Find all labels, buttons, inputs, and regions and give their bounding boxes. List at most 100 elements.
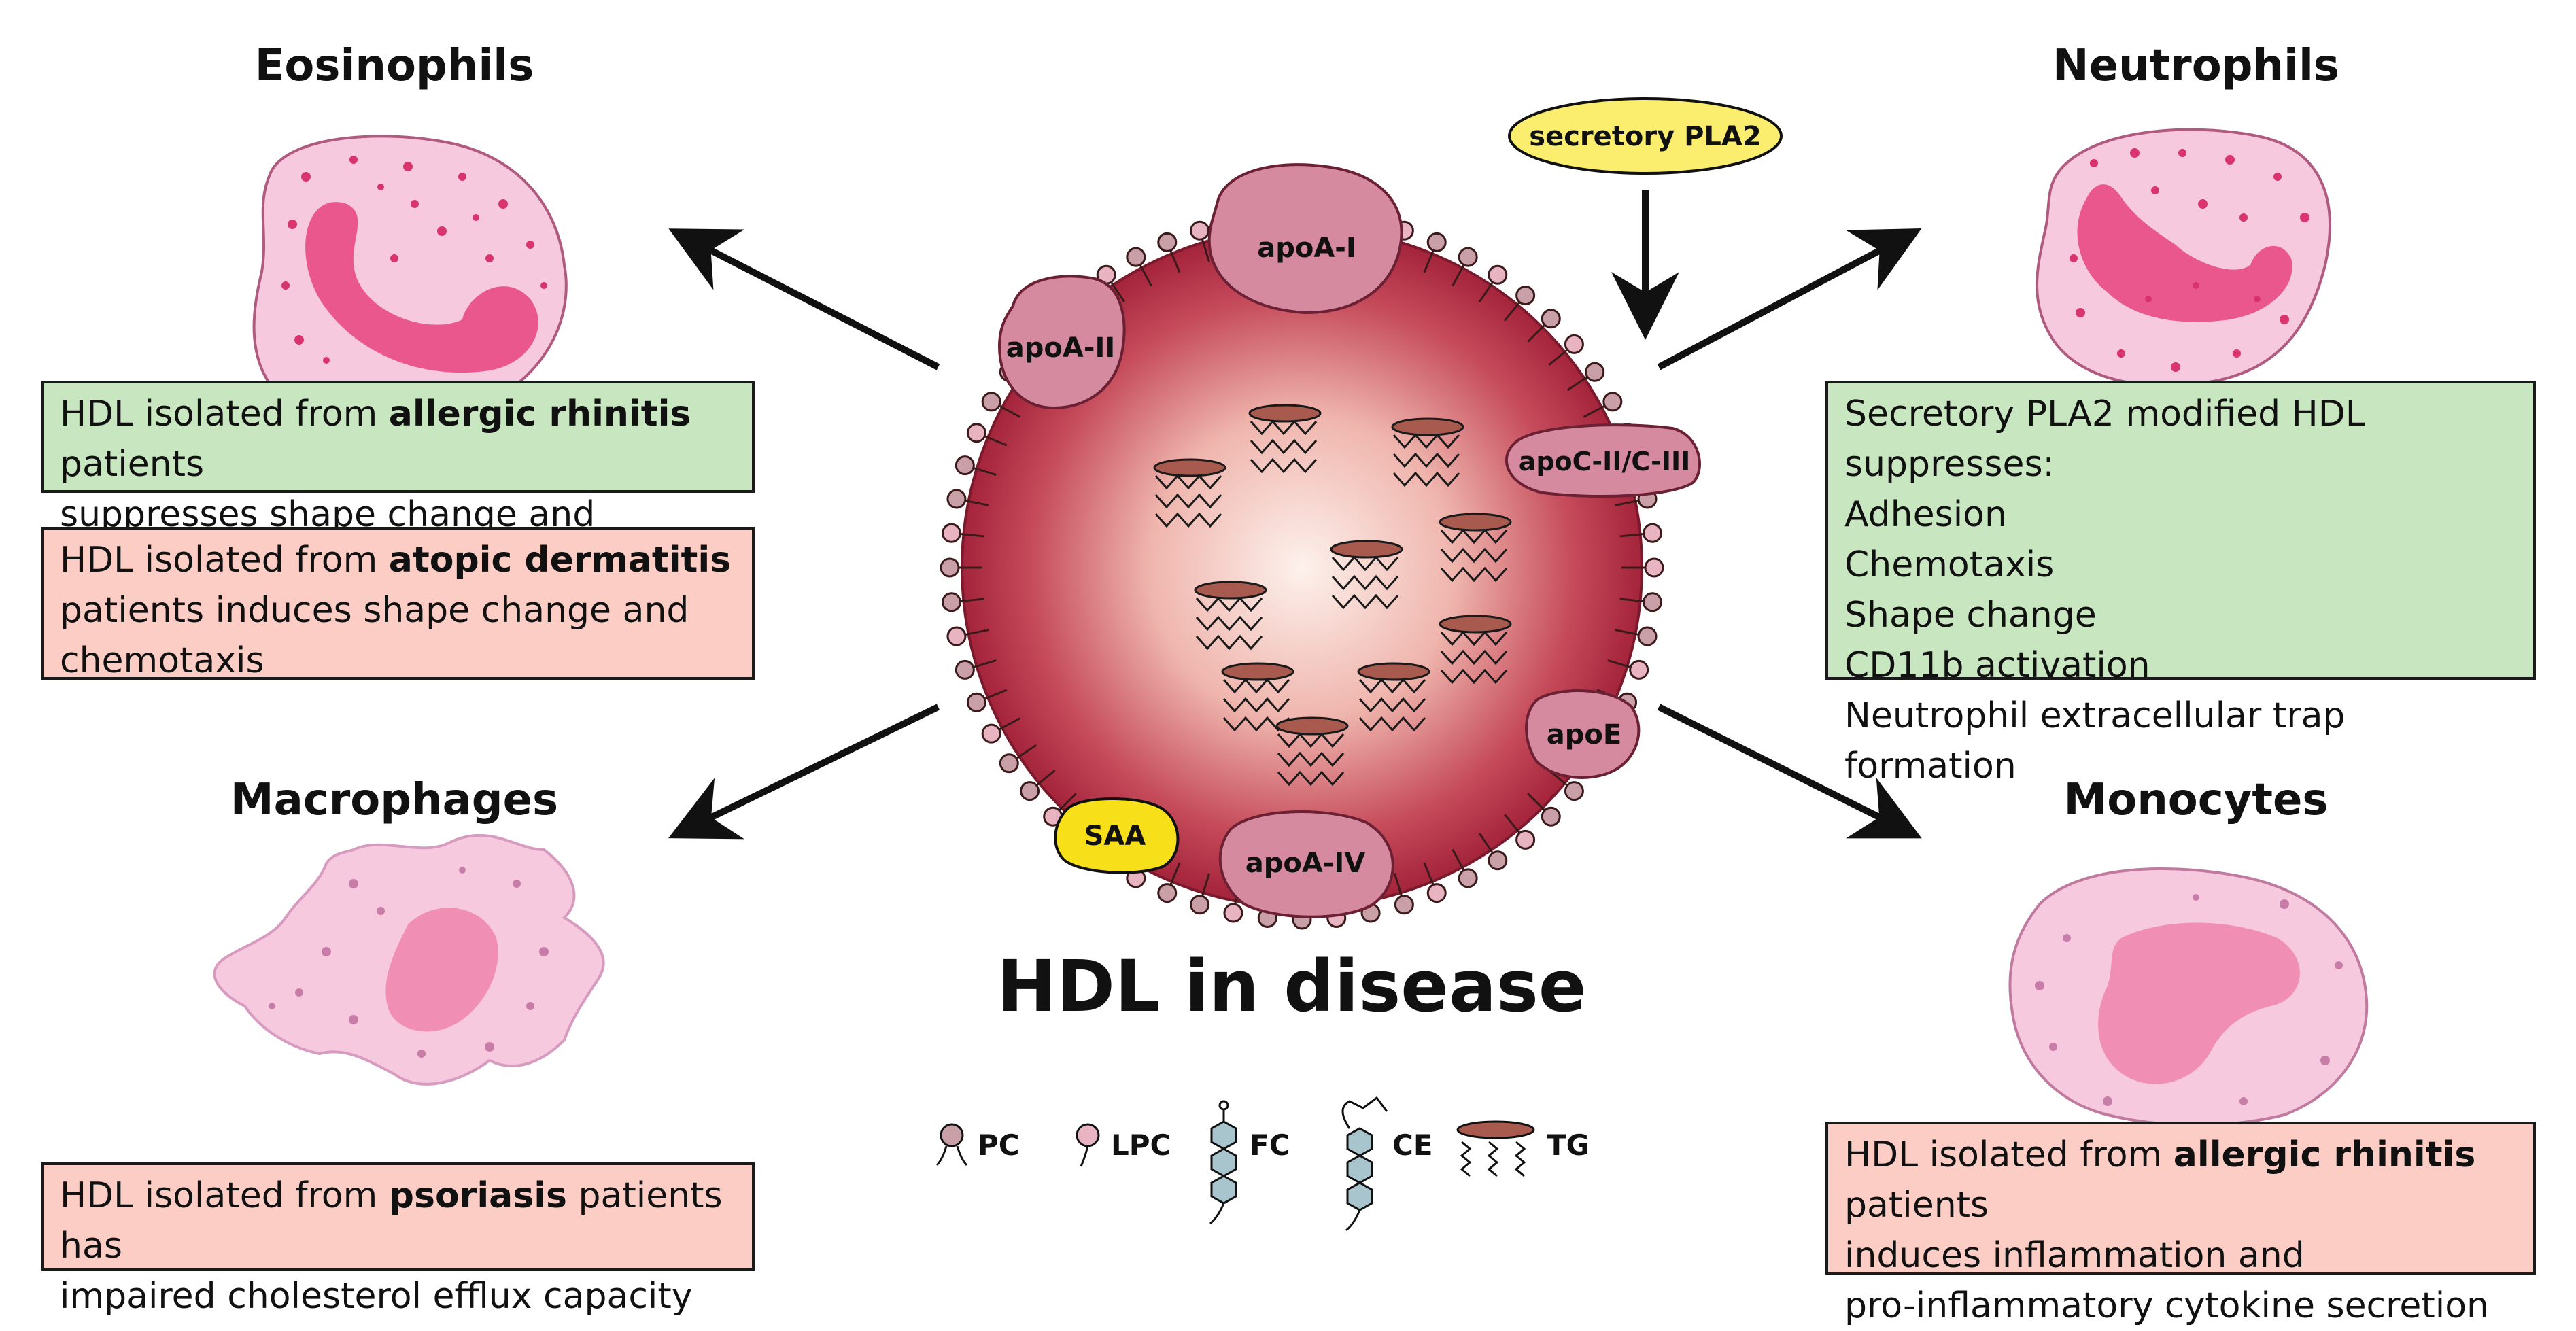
- lipid-head: [1439, 615, 1512, 634]
- mono-red-post: patients: [1844, 1185, 1989, 1226]
- phospholipid-head: [1223, 903, 1243, 923]
- phospholipid-head: [955, 455, 975, 476]
- legend-tg-label: TG: [1547, 1128, 1590, 1162]
- phospholipid-head: [1602, 392, 1623, 412]
- neutrophils-green-box: Secretory PLA2 modified HDL suppresses: …: [1825, 381, 2536, 786]
- eos-green-pre: HDL isolated from: [60, 394, 389, 434]
- apoC-protein: [1505, 424, 1701, 498]
- lipid-head: [1391, 417, 1464, 436]
- saa-protein: [1054, 797, 1180, 874]
- phospholipid-head: [1515, 286, 1536, 306]
- macrophages-red-box: HDL isolated from psoriasis patients has…: [41, 1162, 755, 1317]
- arrow-to-eosinophils: [668, 228, 940, 370]
- apoE-protein: [1525, 689, 1641, 779]
- phospholipid-head: [1157, 232, 1178, 252]
- eosinophils-red-box: HDL isolated from atopic dermatitis pati…: [41, 527, 755, 681]
- phospholipid-head: [1541, 309, 1561, 329]
- phospholipid-head: [1564, 781, 1584, 801]
- mono-red-line1: HDL isolated from allergic rhinitis pati…: [1844, 1130, 2517, 1230]
- lipid-head: [1153, 458, 1226, 477]
- phospholipid-head: [1564, 334, 1584, 354]
- mono-red-bold: allergic rhinitis: [2173, 1135, 2476, 1175]
- apoE-label: apoE: [1547, 719, 1621, 750]
- legend-fc-icon: [1209, 1100, 1237, 1225]
- secretory-pla2-enzyme: [1508, 97, 1783, 175]
- apoA-I-label: apoA-I: [1257, 232, 1356, 264]
- apoA-IV-label: apoA-IV: [1246, 848, 1366, 879]
- phospholipid-head: [1126, 247, 1146, 267]
- phospholipid-head: [1190, 895, 1210, 915]
- phospholipid-head: [1426, 232, 1447, 252]
- neut-green-item: CD11b activation: [1844, 645, 2150, 686]
- mono-red-pre: HDL isolated from: [1844, 1135, 2174, 1175]
- arrow-to-neutrophils: [1657, 228, 1922, 370]
- phospholipid-head: [966, 692, 986, 712]
- phospholipid-head: [1488, 264, 1508, 285]
- phospholipid-head: [999, 753, 1019, 774]
- phospholipid-head: [1426, 883, 1447, 903]
- eos-green-post: patients: [60, 444, 205, 485]
- lipid-head: [1330, 540, 1403, 559]
- macro-red-line2: impaired cholesterol efflux capacity: [60, 1276, 693, 1317]
- triglyceride-molecule: [1392, 433, 1460, 487]
- neut-green-item: Neutrophil extracellular trap formation: [1844, 695, 2346, 786]
- eosinophils-green-box: HDL isolated from allergic rhinitis pati…: [41, 381, 755, 585]
- phospholipid-head: [1157, 883, 1178, 903]
- triglyceride-molecule: [1331, 555, 1399, 610]
- eos-red-pre: HDL isolated from: [60, 540, 389, 581]
- macro-red-post: patients has: [60, 1175, 723, 1266]
- lipid-head: [1275, 716, 1349, 736]
- neutrophil-cell-icon: [2036, 128, 2331, 387]
- neut-green-item: Adhesion: [1844, 494, 2007, 535]
- phospholipid-head: [1629, 659, 1649, 680]
- phospholipid-head: [1643, 592, 1663, 612]
- phospholipid-head: [1644, 557, 1664, 578]
- monocyte-cell-icon: [2008, 867, 2369, 1126]
- phospholipid-head: [941, 523, 961, 543]
- triglyceride-molecule: [1358, 678, 1426, 732]
- macrophages-title: Macrophages: [230, 775, 559, 825]
- core-lipids: [1153, 404, 1512, 786]
- phospholipid-head: [966, 423, 986, 443]
- apoA-II-protein: [997, 275, 1126, 410]
- mono-red-line3: pro-inflammatory cytokine secretion: [1844, 1285, 2489, 1326]
- legend-pc-label: PC: [978, 1128, 1020, 1162]
- legend-lpc-icon: [1076, 1123, 1100, 1167]
- phospholipid-head: [1020, 781, 1040, 801]
- eos-red-line1: HDL isolated from atopic dermatitis: [60, 535, 736, 585]
- phospholipid-head: [946, 626, 967, 646]
- phospholipid-head: [1643, 523, 1663, 543]
- eos-red-line2: patients induces shape change and: [60, 590, 689, 631]
- phospholipid-head: [1190, 220, 1210, 241]
- lipid-head: [1194, 581, 1267, 600]
- lipid-head: [1357, 662, 1430, 681]
- phospholipid-head: [946, 489, 967, 509]
- neutrophils-title: Neutrophils: [2053, 41, 2339, 91]
- eos-red-bold: atopic dermatitis: [388, 540, 732, 581]
- legend-tg-icon: [1456, 1120, 1535, 1177]
- apoA-IV-protein: [1218, 810, 1394, 918]
- secretory-pla2-label: secretory PLA2: [1529, 121, 1761, 152]
- lipid-head: [1439, 513, 1512, 532]
- phospholipid-head: [981, 392, 1001, 412]
- macro-red-line1: HDL isolated from psoriasis patients has: [60, 1171, 736, 1271]
- legend: [935, 1096, 1535, 1232]
- neut-green-item: Chemotaxis: [1844, 544, 2055, 585]
- eos-green-bold: allergic rhinitis: [388, 394, 691, 434]
- arrow-to-macrophages: [668, 704, 940, 840]
- lipid-head: [1221, 662, 1294, 681]
- phospholipid-head: [1515, 829, 1536, 850]
- legend-ce-label: CE: [1392, 1128, 1433, 1162]
- triglyceride-molecule: [1440, 630, 1508, 685]
- phospholipid-head: [940, 557, 960, 578]
- monocytes-red-box: HDL isolated from allergic rhinitis pati…: [1825, 1122, 2536, 1326]
- phospholipid-head: [1458, 247, 1478, 267]
- triglyceride-molecule: [1154, 474, 1222, 528]
- phospholipid-head: [1541, 806, 1561, 827]
- phospholipid-head: [955, 659, 975, 680]
- main-title: HDL in disease: [997, 945, 1587, 1028]
- apoC-label: apoC-II/C-III: [1519, 447, 1691, 477]
- phospholipid-head: [1394, 895, 1414, 915]
- eosinophils-title: Eosinophils: [254, 41, 534, 91]
